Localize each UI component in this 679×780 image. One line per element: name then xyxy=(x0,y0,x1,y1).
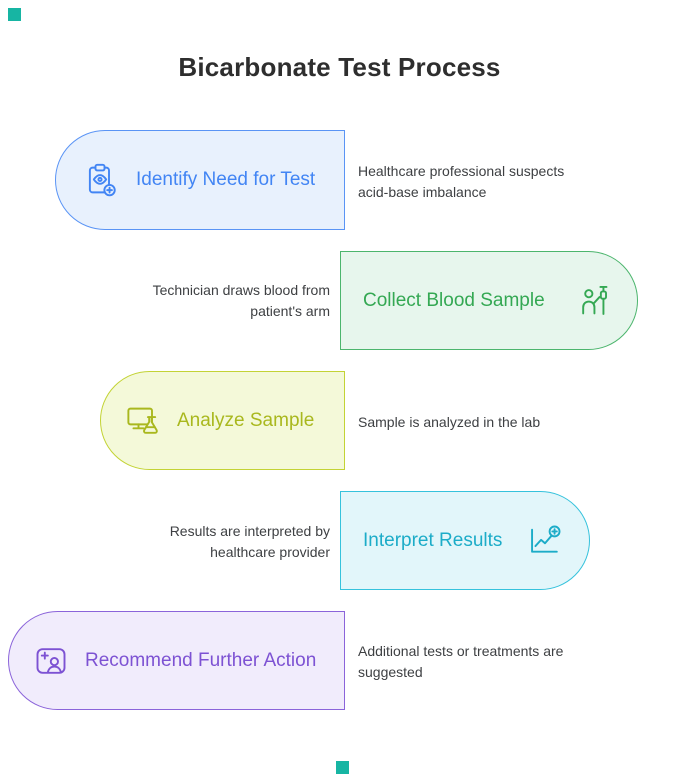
step-description: Results are interpreted by healthcare pr… xyxy=(169,523,330,560)
step-card-analyze: Analyze Sample xyxy=(100,371,345,470)
step-label: Recommend Further Action xyxy=(85,649,317,671)
step-label: Interpret Results xyxy=(363,529,503,551)
step-card-recommend: Recommend Further Action xyxy=(8,611,345,710)
step-label: Analyze Sample xyxy=(177,409,315,431)
diagram-title: Bicarbonate Test Process xyxy=(178,52,501,82)
decorative-square-top xyxy=(8,8,21,21)
clipboard-eye-icon xyxy=(82,162,118,198)
step-card-collect-blood: Collect Blood Sample xyxy=(340,251,638,350)
monitor-flask-icon xyxy=(125,403,161,439)
step-description: Sample is analyzed in the lab xyxy=(358,414,541,430)
chart-plus-icon xyxy=(527,523,563,559)
step-label: Identify Need for Test xyxy=(136,169,316,190)
step-description: Technician draws blood from patient's ar… xyxy=(152,282,330,319)
step-description: Additional tests or treatments are sugge… xyxy=(358,643,564,680)
decorative-square-bottom xyxy=(336,761,349,774)
step-description: Healthcare professional suspects acid-ba… xyxy=(358,163,565,200)
person-frame-plus-icon xyxy=(33,643,69,679)
step-label: Collect Blood Sample xyxy=(363,289,545,311)
person-iv-drip-icon xyxy=(577,283,613,319)
step-card-identify-need: Identify Need for Test xyxy=(55,130,345,230)
step-card-interpret: Interpret Results xyxy=(340,491,590,590)
